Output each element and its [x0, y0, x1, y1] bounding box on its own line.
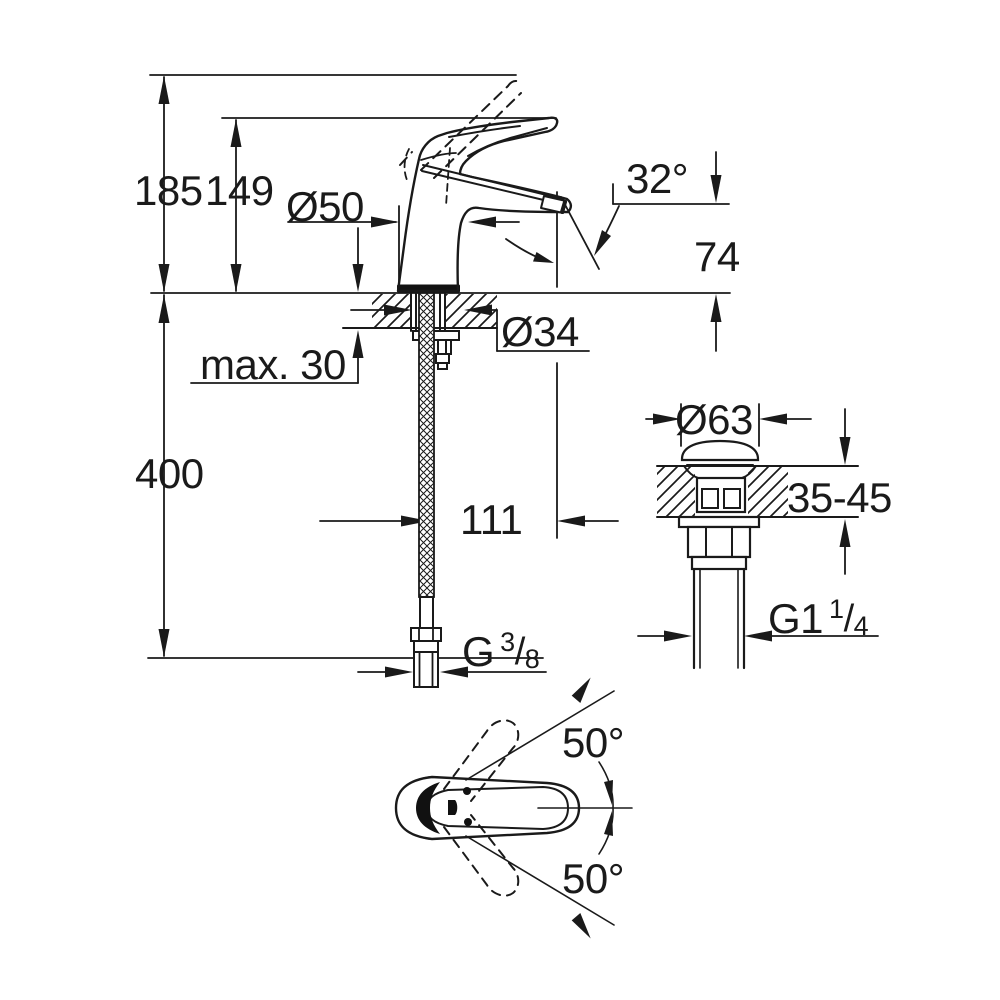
dim-label-body-diameter: Ø50: [286, 183, 364, 230]
handle-rotated-down-dashed: [443, 814, 520, 897]
dim-185-line: [158, 76, 170, 292]
handle-rotated-up-dashed: [443, 719, 520, 802]
waste-hex-nut: [686, 525, 752, 559]
faucet-outline: [396, 116, 573, 293]
waste-assembly-view: [637, 403, 879, 670]
dim-label-spout-projection: 111: [460, 496, 523, 543]
thread-denominator: 8: [524, 644, 540, 674]
thread-numerator: 3: [500, 627, 515, 657]
dim-149-line: [230, 119, 242, 292]
dim-label-hole-diameter: Ø34: [501, 308, 579, 355]
dim-32deg-arc: [505, 196, 620, 270]
dim-label-lever-height: 149: [205, 167, 274, 214]
supply-shank: [410, 292, 460, 370]
dim-max30-line: [190, 227, 364, 384]
dim-label-spout-angle: 32°: [626, 155, 689, 202]
dim-111-line: [319, 191, 619, 539]
dim-3545-line: [839, 408, 851, 575]
dim-74-line: [612, 151, 730, 352]
thread-prefix: G: [462, 628, 495, 675]
dim-label-overall-height: 185: [134, 167, 203, 214]
handle-top-view: [394, 677, 633, 939]
swivel-angle-lines: [465, 677, 615, 939]
raised-lever-dashed: [399, 80, 522, 179]
waste-thread-slash: /: [843, 598, 855, 640]
lever-inner-line: [467, 127, 548, 157]
handle-grip-crescent: [416, 782, 440, 834]
dim-g38-line: [357, 666, 547, 678]
waste-thread-numerator: 1: [829, 594, 844, 624]
mounting-deck: [342, 294, 498, 329]
waste-flange: [677, 515, 761, 529]
flexible-supply-hose: [410, 292, 442, 688]
waste-thread-denominator: 4: [853, 611, 869, 641]
dim-label-swivel-up: 50°: [562, 719, 625, 766]
cartridge-dashed-lines: [403, 147, 451, 207]
waste-cap: [680, 439, 760, 462]
dim-400-line: [158, 294, 170, 657]
thread-slash: /: [514, 631, 526, 673]
dim-label-deck-thickness-range: 35-45: [787, 474, 892, 521]
dim-label-outlet-height: 74: [694, 233, 740, 280]
faucet-side-view: [396, 80, 573, 293]
dim-63-line: [645, 403, 812, 447]
dim-label-max-mounting-thickness: max. 30: [200, 341, 346, 388]
dim-label-waste-cap-diameter: Ø63: [675, 396, 753, 443]
dim-label-swivel-down: 50°: [562, 855, 625, 902]
dim-label-hose-length: 400: [135, 450, 204, 497]
waste-thread-prefix: G1: [768, 595, 824, 642]
dim-g114-line: [637, 630, 879, 642]
